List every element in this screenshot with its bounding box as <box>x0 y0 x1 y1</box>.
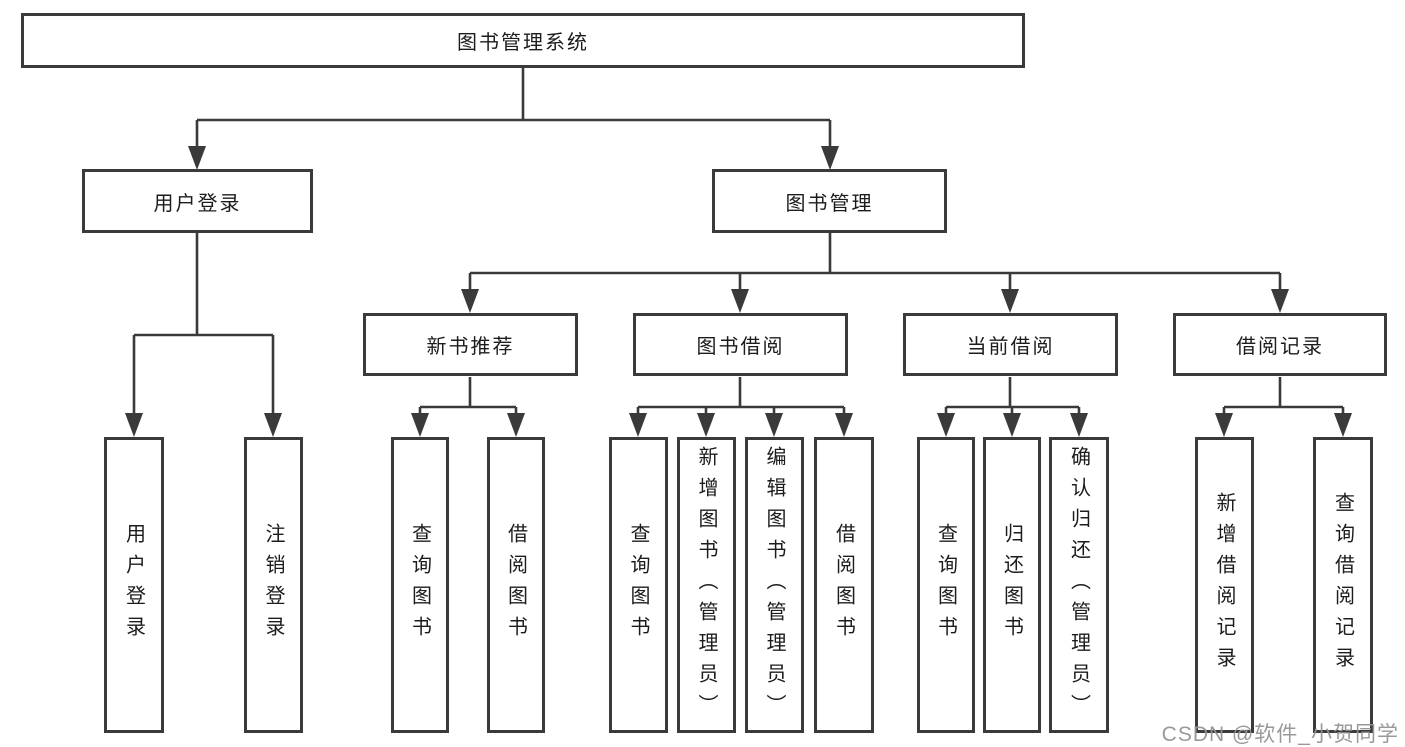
node-borrow-book: 借阅图书 <box>814 437 874 733</box>
node-book-management: 图书管理 <box>712 169 947 233</box>
node-edit-book-admin: 编辑图书（管理员） <box>745 437 804 733</box>
node-query-book: 查询图书 <box>391 437 449 733</box>
node-add-book-admin: 新增图书（管理员） <box>677 437 736 733</box>
csdn-watermark: CSDN @软件_小贺同学 <box>1161 723 1399 746</box>
node-return-book: 归还图书 <box>983 437 1041 733</box>
node-current-borrow: 当前借阅 <box>903 313 1118 376</box>
node-query-book: 查询图书 <box>609 437 668 733</box>
node-query-borrow-record: 查询借阅记录 <box>1313 437 1373 733</box>
node-library-system: 图书管理系统 <box>21 13 1025 68</box>
node-logout-action: 注销登录 <box>244 437 303 733</box>
node-add-borrow-record: 新增借阅记录 <box>1195 437 1254 733</box>
node-confirm-return-admin: 确认归还（管理员） <box>1049 437 1109 733</box>
node-book-borrow: 图书借阅 <box>633 313 848 376</box>
node-query-book: 查询图书 <box>917 437 975 733</box>
node-borrow-book: 借阅图书 <box>487 437 545 733</box>
node-new-book-recommend: 新书推荐 <box>363 313 578 376</box>
node-user-login: 用户登录 <box>82 169 313 233</box>
node-borrow-records: 借阅记录 <box>1173 313 1387 376</box>
node-user-login-action: 用户登录 <box>104 437 164 733</box>
